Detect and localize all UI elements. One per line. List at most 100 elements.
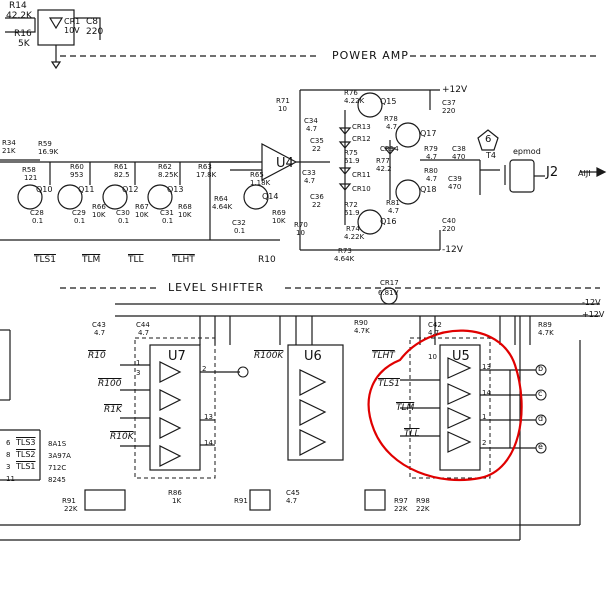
r76-value: 4.22K	[344, 97, 365, 105]
section-level-shifter: LEVEL SHIFTER	[168, 281, 265, 294]
u5-pin-13: 13	[482, 363, 491, 371]
c29-label: C29	[72, 209, 86, 217]
u5-out-e: e	[538, 442, 543, 451]
r80-value: 4.7	[426, 175, 438, 183]
u5-label: U5	[452, 349, 470, 364]
connector-out: AIJI	[578, 169, 591, 178]
c8-value: 220	[86, 27, 104, 37]
u5-out-d: d	[538, 414, 544, 423]
term-tlm: TLM	[82, 255, 101, 265]
r79-label: R79	[424, 145, 438, 153]
r73-value: 4.64K	[334, 255, 355, 263]
q14-label: Q14	[262, 192, 279, 201]
cr17-label: CR17	[380, 279, 399, 287]
c36-label: C36	[310, 193, 324, 201]
r58-label: R58	[22, 166, 36, 174]
r75-label: R75	[344, 149, 358, 157]
r65-label: R65	[250, 171, 264, 179]
cr1-label: CR1	[64, 17, 81, 26]
connector-epmod: epmod	[513, 147, 541, 156]
cr12-label: CR12	[352, 135, 371, 143]
cr13-label: CR13	[352, 123, 371, 131]
r70-label: R70	[294, 221, 308, 229]
c28-value: 0.1	[32, 217, 44, 225]
left-tls1: TLS1	[16, 462, 36, 471]
u6-in-r100k: R100K	[254, 351, 284, 361]
left-c3: 712C	[48, 464, 67, 472]
c35-value: 22	[312, 145, 321, 153]
r60-label: R60	[70, 163, 84, 171]
r59-value: 16.9K	[38, 148, 59, 156]
c33-label: C33	[302, 169, 316, 177]
r71-label: R71	[276, 97, 290, 105]
r16-label: R16	[14, 29, 32, 39]
r76-label: R76	[344, 89, 358, 97]
c38-value: 470	[452, 153, 466, 161]
c32-label: C32	[232, 219, 246, 227]
u5-in-tlht: TLHT	[372, 351, 395, 361]
r89-value: 4.7K	[538, 329, 554, 337]
r67-label: R67	[135, 203, 149, 211]
c40-value: 220	[442, 225, 456, 233]
cr11-label: CR11	[352, 171, 371, 179]
u5-pin-10: 10	[428, 353, 437, 361]
left-tls3: TLS3	[16, 438, 36, 447]
r80-label: R80	[424, 167, 438, 175]
u7-pin-2: 2	[202, 365, 207, 373]
c30-value: 0.1	[118, 217, 130, 225]
term-tls1: TLS1	[34, 255, 56, 265]
c37-label: C37	[442, 99, 456, 107]
r72-label: R72	[344, 201, 358, 209]
u5-out-b: b	[538, 364, 544, 373]
r74-value: 4.22K	[344, 233, 365, 241]
u7-pin-14: 14	[204, 439, 213, 447]
q17-label: Q17	[420, 129, 437, 138]
q13-label: Q13	[167, 185, 184, 194]
r78-label: R78	[384, 115, 398, 123]
cr10-label: CR10	[352, 185, 371, 193]
r65-value: 1.18K	[250, 179, 271, 187]
q11-label: Q11	[78, 185, 95, 194]
left-n6: 6	[6, 439, 11, 447]
r68-value: 10K	[178, 211, 192, 219]
annotation-circle	[367, 329, 523, 482]
r75-value: 61.9	[344, 157, 360, 165]
r67-value: 10K	[135, 211, 149, 219]
left-n8: 8	[6, 451, 11, 459]
r68-label: R68	[178, 203, 192, 211]
c37-value: 220	[442, 107, 456, 115]
r86-label: R86	[168, 489, 182, 497]
r34-label: R34	[2, 139, 16, 147]
rail-plus12-ls: +12V	[582, 310, 605, 319]
r59-label: R59	[38, 140, 52, 148]
r60-value: 953	[70, 171, 84, 179]
u7-in-r10: R10	[88, 351, 106, 361]
c28-label: C28	[30, 209, 44, 217]
u5-out-c: c	[538, 389, 543, 398]
u6-label: U6	[304, 349, 322, 364]
left-tls2: TLS2	[16, 450, 36, 459]
c31-value: 0.1	[162, 217, 174, 225]
r98-value: 22K	[416, 505, 430, 513]
c38-label: C38	[452, 145, 466, 153]
q15-label: Q15	[380, 97, 397, 106]
left-c2: 3A97A	[48, 452, 71, 460]
r16-value: 5K	[18, 39, 30, 49]
c30-label: C30	[116, 209, 130, 217]
r74-label: R74	[346, 225, 360, 233]
r98-label: R98	[416, 497, 430, 505]
c44-label: C44	[136, 321, 150, 329]
left-n3: 3	[6, 463, 11, 471]
rail-minus12-top: -12V	[442, 245, 463, 255]
section-power-amp: POWER AMP	[332, 49, 409, 62]
u5-pin-14: 14	[482, 389, 491, 397]
r61-label: R61	[114, 163, 128, 171]
c45-value: 4.7	[286, 497, 298, 505]
r72-value: 61.9	[344, 209, 360, 217]
r63-value: 17.8K	[196, 171, 217, 179]
u5-in-tlm: TLM	[396, 403, 415, 413]
r62-value: 8.25K	[158, 171, 179, 179]
cr14-label: CR14	[380, 145, 399, 153]
r81-value: 4.7	[388, 207, 400, 215]
c32-value: 0.1	[234, 227, 246, 235]
